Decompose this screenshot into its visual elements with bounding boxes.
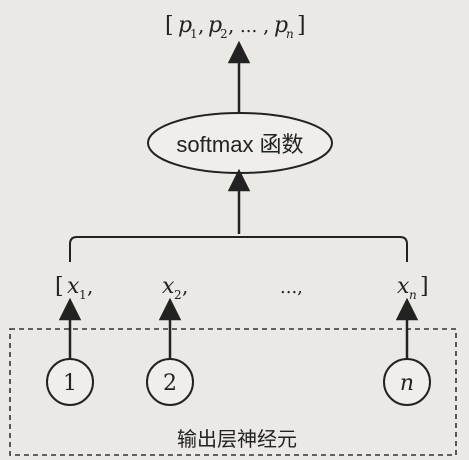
input-x1-sub: 1: [79, 288, 87, 302]
output-close-bracket: ]: [297, 13, 306, 38]
output-p2-sub: 2: [220, 27, 228, 41]
output-layer-box: [9, 328, 457, 456]
input-open-bracket: [: [55, 274, 64, 299]
output-vector: [ p 1 , p 2 , ... , p n ]: [165, 13, 306, 41]
input-xn-sub: n: [409, 288, 417, 302]
output-ellipsis: ...: [240, 16, 257, 37]
neuron-n: [383, 358, 431, 406]
output-p1-symbol: p: [178, 13, 192, 38]
collect-bracket: [69, 236, 408, 262]
output-layer-label: 输出层神经元: [177, 428, 297, 451]
output-sep-1: ,: [198, 13, 204, 37]
neuron-n-label: n: [400, 371, 414, 396]
output-open-bracket: [: [165, 13, 174, 38]
output-p1-sub: 1: [190, 27, 198, 41]
neuron-1: [46, 358, 94, 406]
input-x2-sub: 2: [174, 288, 182, 302]
output-pn-sub: n: [286, 27, 294, 41]
input-ellipsis: ...,: [280, 277, 303, 298]
output-p2-symbol: p: [208, 13, 222, 38]
input-xn-symbol: x: [397, 274, 410, 299]
input-vector: [ x 1 , x 2 , ..., x n ]: [55, 274, 429, 302]
softmax-label: softmax 函数: [176, 132, 303, 157]
input-x1-symbol: x: [67, 274, 80, 299]
neuron-2-label: 2: [163, 371, 177, 396]
input-sep-2: ,: [182, 274, 188, 298]
input-close-bracket: ]: [420, 274, 429, 299]
output-sep-2: ,: [228, 13, 234, 37]
input-x2-symbol: x: [162, 274, 175, 299]
neuron-1-label: 1: [63, 371, 77, 396]
neuron-2: [146, 358, 194, 406]
output-pn-symbol: p: [274, 13, 288, 38]
output-sep-3: ,: [263, 13, 269, 37]
input-sep-1: ,: [87, 274, 93, 298]
